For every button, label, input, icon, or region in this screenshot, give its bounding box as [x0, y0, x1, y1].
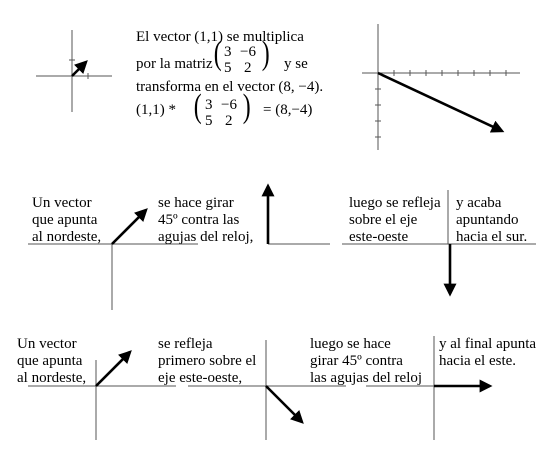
row1-axes-3	[342, 190, 536, 297]
row2-right-b-line-2: hacia el este.	[439, 353, 517, 369]
southeast-arrow	[265, 385, 304, 424]
intro-line-3: transforma en el vector (8, −4).	[136, 79, 324, 95]
matrix-cell: 3	[205, 97, 213, 113]
small-axes-original-vector	[36, 30, 112, 112]
row2-left-line-1: Un vector	[17, 336, 77, 352]
equation-prefix: (1,1) *	[136, 102, 176, 118]
intro-line-1: El vector (1,1) se multiplica	[136, 29, 304, 45]
row2-axes-2	[188, 340, 346, 440]
matrix-cell: −6	[221, 97, 237, 113]
row2-mid-line-3: eje este-oeste,	[158, 370, 243, 386]
row1-axes-2	[261, 183, 330, 245]
row1-right-a-line-3: este-oeste	[349, 229, 409, 245]
row2-axes-1	[28, 350, 176, 440]
row2-right-a-line-1: luego se hace	[310, 336, 391, 352]
row2-mid-line-1: se refleja	[158, 336, 213, 352]
row1-mid-line-3: agujas del reloj,	[158, 229, 254, 245]
matrix-cell: 2	[244, 60, 252, 76]
row1-right-a-line-2: sobre el eje	[349, 212, 418, 228]
matrix-cell: 3	[224, 44, 232, 60]
row1-axes-1	[28, 208, 198, 310]
row2-left-line-2: que apunta	[17, 353, 83, 369]
vector-1-1-arrow	[71, 60, 88, 77]
northeast-arrow	[95, 350, 132, 387]
matrix-cell: 5	[224, 60, 232, 76]
matrix-left-paren: (	[193, 88, 202, 125]
northeast-arrow	[111, 208, 148, 245]
x-ticks	[393, 70, 507, 76]
row1-left-line-2: que apunta	[32, 212, 98, 228]
row1-mid-line-1: se hace girar	[158, 195, 234, 211]
matrix-cell: 2	[225, 113, 233, 129]
row1-right-b-line-3: hacia el sur.	[456, 229, 528, 245]
row2-right-a-line-3: las agujas del reloj	[310, 370, 423, 386]
large-axes-transformed-vector	[362, 24, 520, 150]
y-ticks	[375, 88, 381, 138]
row2-mid-line-2: primero sobre el	[158, 353, 257, 369]
matrix-right-paren: )	[261, 35, 270, 72]
row1-left-line-3: al nordeste,	[32, 229, 102, 245]
row1-right-b-line-2: apuntando	[456, 212, 519, 228]
row1-left-line-1: Un vector	[32, 195, 92, 211]
intro-line-2-prefix: por la matriz	[136, 56, 213, 72]
matrix-cell: 5	[205, 113, 213, 129]
row1-right-b-line-1: y acaba	[456, 195, 502, 211]
equation-suffix: = (8,−4)	[263, 102, 313, 118]
row2-right-b-line-1: y al final apunta	[439, 336, 537, 352]
row2-left-line-3: al nordeste,	[17, 370, 87, 386]
matrix-left-paren: (	[213, 35, 222, 72]
matrix-cell: −6	[240, 44, 256, 60]
row1-right-a-line-1: luego se refleja	[349, 195, 441, 211]
intro-line-2-suffix: y se	[284, 56, 308, 72]
row2-right-a-line-2: girar 45º contra	[310, 353, 403, 369]
matrix-right-paren: )	[242, 88, 251, 125]
vector-8-minus4-arrow	[377, 71, 505, 133]
row1-mid-line-2: 45º contra las	[158, 212, 240, 228]
row2-axes-3	[366, 336, 493, 440]
